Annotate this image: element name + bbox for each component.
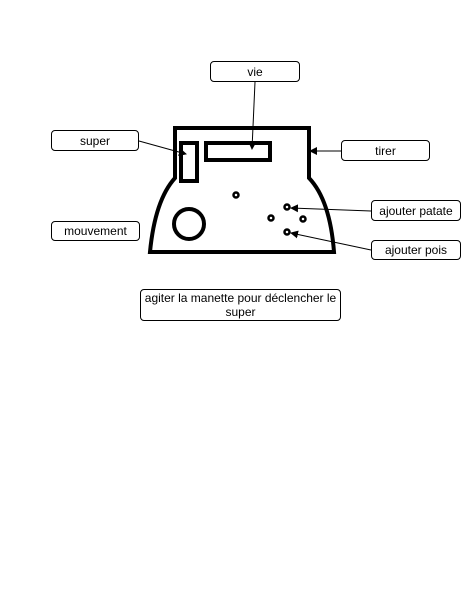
super-gauge [179, 141, 199, 183]
button-right [299, 215, 307, 223]
controller-body [147, 126, 337, 254]
connector-vie [248, 81, 257, 150]
button-pois [283, 228, 291, 236]
connector-super [138, 140, 187, 156]
life-bar [204, 141, 272, 162]
label-ajouter-pois: ajouter pois [371, 240, 461, 260]
button-patate [283, 203, 291, 211]
note-super-trigger: agiter la manette pour déclencher le sup… [140, 289, 341, 321]
label-vie: vie [210, 61, 300, 82]
label-mouvement: mouvement [51, 221, 140, 241]
label-tirer: tirer [341, 140, 430, 161]
connector-pois [290, 230, 372, 251]
label-ajouter-patate: ajouter patate [371, 200, 461, 221]
connector-patate [290, 204, 372, 213]
center-button [232, 191, 240, 199]
label-super: super [51, 130, 139, 151]
button-left [267, 214, 275, 222]
joystick [172, 207, 206, 241]
